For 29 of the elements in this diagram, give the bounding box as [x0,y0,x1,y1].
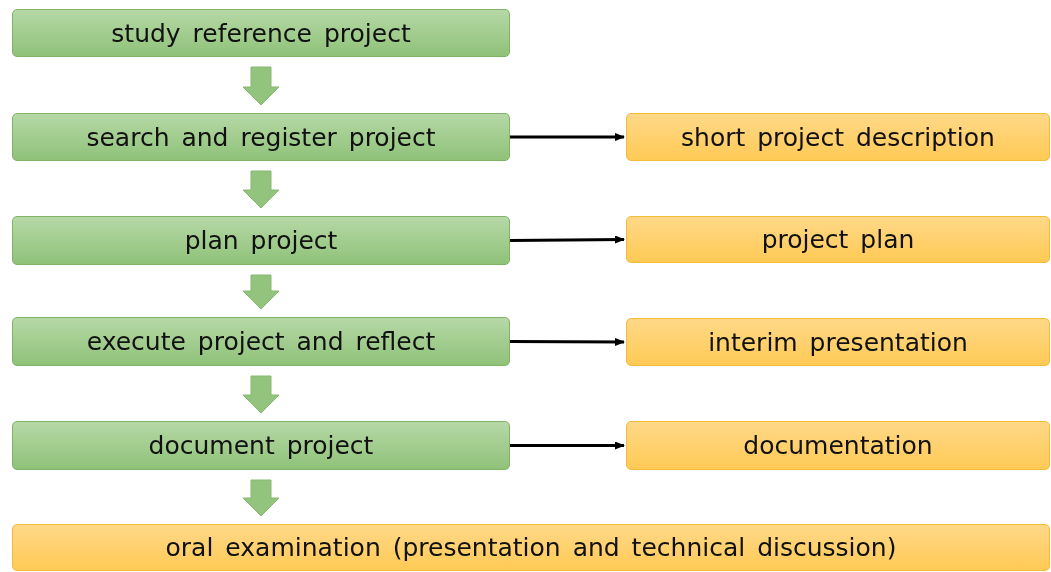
arrow [510,235,625,244]
arrow [510,133,625,141]
process-box [12,317,510,366]
process-box [12,421,510,470]
process-box [12,216,510,265]
box-label: project plan [761,225,915,254]
block-arrow [242,375,280,414]
block-arrow [242,274,280,310]
process-box [12,9,510,57]
output-box [626,318,1050,366]
box-label: oral examination (presentation and technical discussion) [165,533,897,562]
arrow [510,337,625,346]
box-label: plan project [184,226,338,255]
box-label: short project description [681,122,995,152]
output-box [626,421,1050,470]
box-label: search and register project [86,122,436,152]
output-box [12,524,1050,571]
output-box [626,216,1050,263]
block-arrow [242,170,280,209]
box-label: execute project and reflect [86,327,436,356]
box-label: document project [148,431,374,460]
block-arrow [242,479,280,517]
block-arrow [242,66,280,106]
box-label: documentation [743,431,933,460]
process-box [12,113,510,161]
box-label: interim presentation [708,327,968,357]
output-box [626,113,1050,161]
arrow [510,441,625,450]
box-label: study reference project [111,18,411,48]
